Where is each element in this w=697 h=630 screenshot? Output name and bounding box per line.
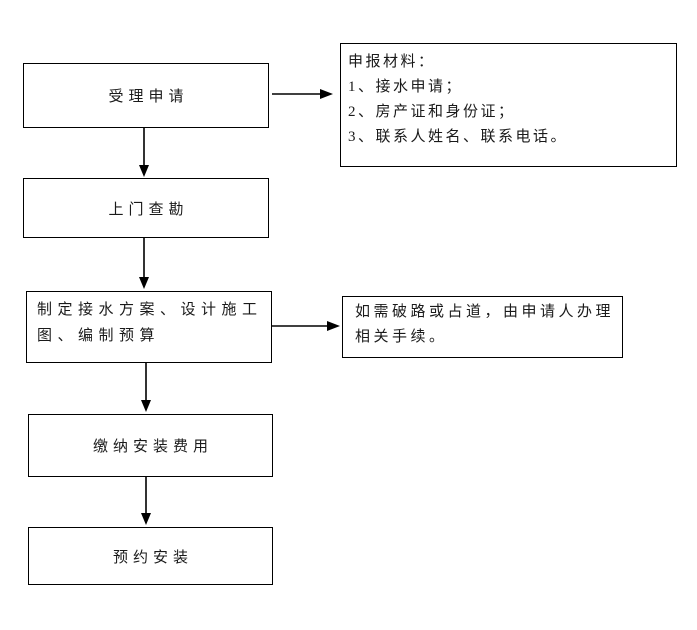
step-label: 上门查勘 [108, 201, 189, 218]
arrow-down-step3-to-step4 [141, 363, 151, 412]
flow-step-schedule-installation: 预约安装 [28, 527, 273, 585]
note-line: 相关手续。 [355, 329, 448, 345]
note-line: 如需破路或占道，由申请人办理 [355, 304, 615, 320]
note-line: 1、接水申请； [348, 79, 464, 95]
flow-step-plan-design-budget: 制定接水方案、设计施工 图、编制预算 [26, 291, 272, 363]
note-application-materials: 申报材料： 1、接水申请； 2、房产证和身份证； 3、联系人姓名、联系电话。 [340, 43, 677, 167]
arrow-down-step4-to-step5 [141, 477, 151, 525]
step-label-line: 图、编制预算 [37, 328, 161, 344]
arrow-down-step1-to-step2 [139, 128, 149, 177]
note-road-permit: 如需破路或占道，由申请人办理 相关手续。 [342, 296, 623, 358]
step-label: 预约安装 [112, 549, 193, 566]
step-label-line: 制定接水方案、设计施工 [37, 302, 263, 318]
flow-step-onsite-survey: 上门查勘 [23, 178, 269, 238]
arrow-down-step2-to-step3 [139, 238, 149, 289]
arrow-right-step3-to-road-note [272, 321, 340, 331]
note-line: 申报材料： [348, 54, 436, 70]
flow-step-pay-installation-fee: 缴纳安装费用 [28, 414, 273, 477]
note-line: 3、联系人姓名、联系电话。 [348, 129, 569, 145]
arrow-right-step1-to-materials-note [272, 89, 333, 99]
flow-step-accept-application: 受理申请 [23, 63, 269, 128]
step-label: 受理申请 [108, 89, 189, 105]
step-label: 缴纳安装费用 [92, 439, 213, 455]
note-line: 2、房产证和身份证； [348, 104, 516, 120]
